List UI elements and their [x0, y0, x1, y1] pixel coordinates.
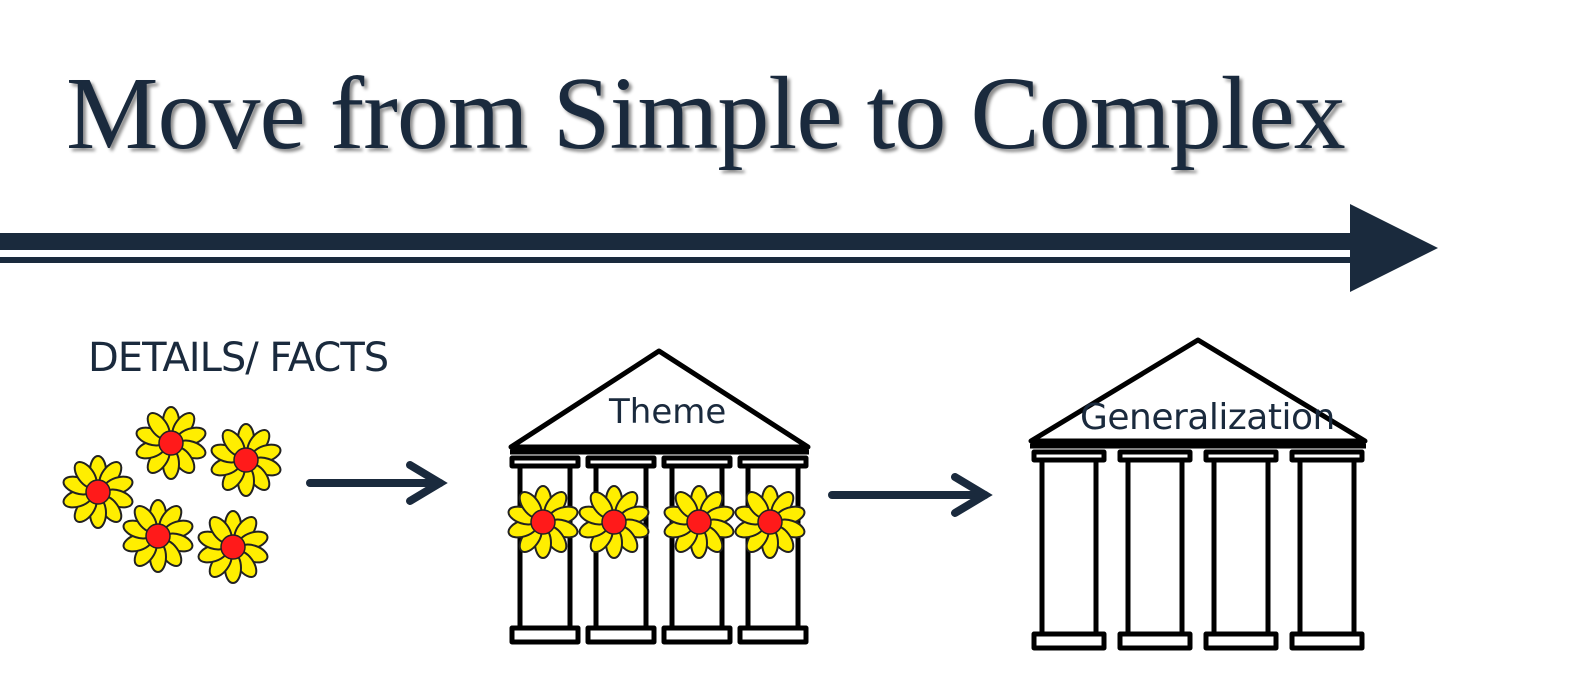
flower-icon: [576, 485, 652, 559]
theme-flowers: [505, 485, 808, 559]
flower-icon: [133, 406, 209, 480]
theme-label: Theme: [609, 392, 727, 432]
details-flowers: [60, 406, 284, 584]
slide-title: Move from Simple to Complex: [66, 56, 1346, 171]
temple-column: [661, 455, 733, 645]
generalization-label: Generalization: [1080, 397, 1335, 438]
generalization-temple-icon: [1028, 337, 1368, 651]
flower-icon: [120, 499, 196, 573]
arrow-icon: [306, 461, 448, 505]
progress-arrow-icon: [0, 204, 1438, 292]
temple-column: [1117, 449, 1193, 651]
flower-icon: [195, 510, 271, 584]
temple-column: [1203, 449, 1279, 651]
flower-icon: [60, 455, 136, 529]
temple-column: [1031, 449, 1107, 651]
temple-column: [1289, 449, 1365, 651]
details-facts-label: DETAILS/ FACTS: [88, 335, 389, 381]
flower-icon: [208, 423, 284, 497]
arrow-icon: [828, 473, 993, 517]
